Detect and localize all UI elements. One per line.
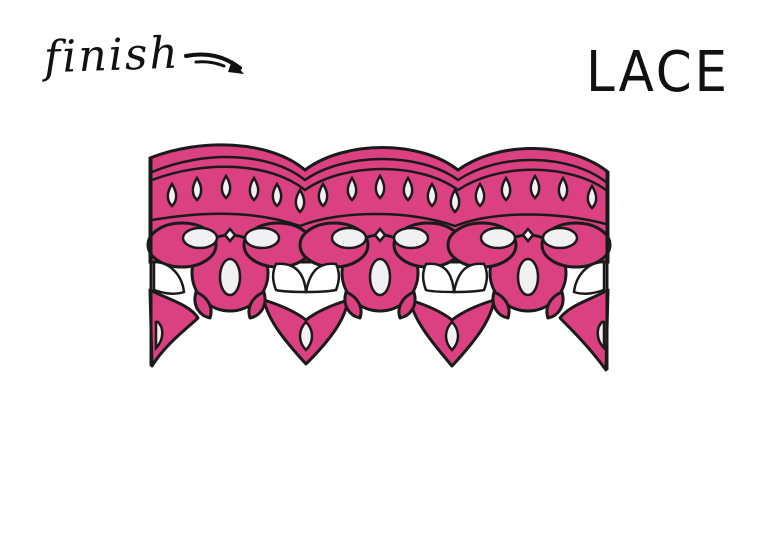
- arrow-right-down-icon: [184, 52, 244, 74]
- lace-hanging-points: [148, 288, 610, 372]
- page-title: LACE: [586, 40, 730, 105]
- lace-holes: [154, 173, 606, 352]
